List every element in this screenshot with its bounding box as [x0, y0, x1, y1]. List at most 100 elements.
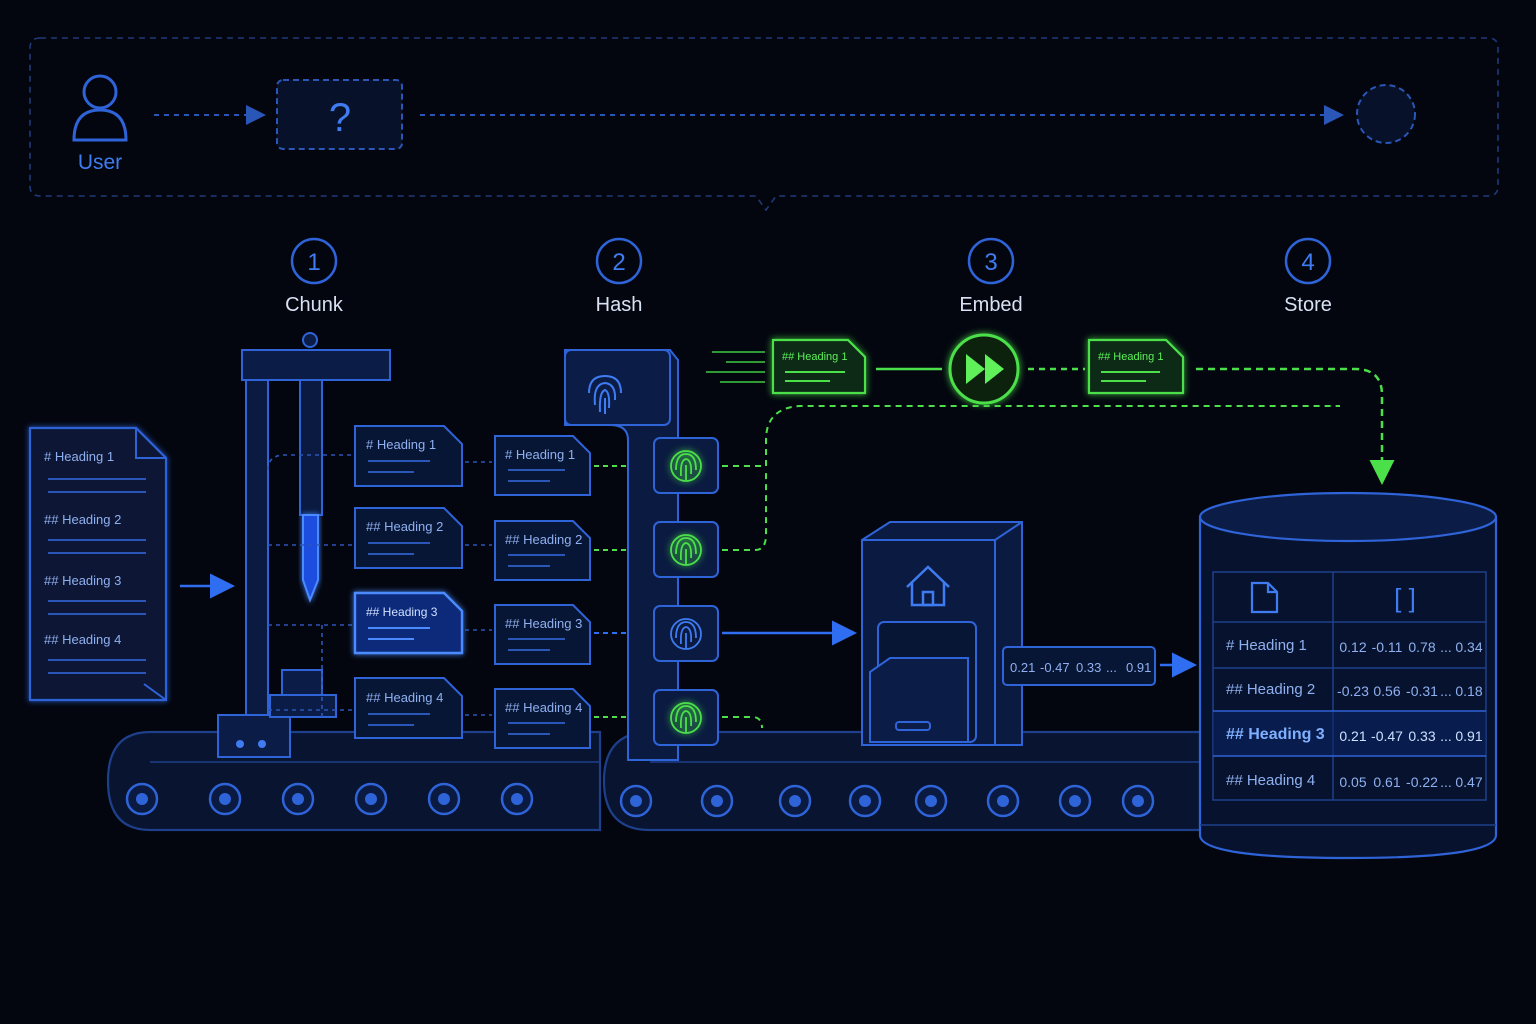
- chunker-guide-lines: [267, 454, 352, 720]
- store-row-value: 0.33: [1408, 728, 1435, 744]
- unknown-step-box: [276, 79, 403, 150]
- hash-input-label: # Heading 1: [505, 447, 575, 462]
- fingerprint-square-blue: [653, 605, 719, 662]
- fingerprint-square-green: [653, 437, 719, 494]
- hash-input-card: ## Heading 3: [494, 604, 591, 665]
- fingerprint-icon: [588, 374, 622, 414]
- fingerprint-icon: [670, 534, 702, 566]
- roller-icon: [281, 782, 315, 816]
- vector-value: ...: [1106, 660, 1117, 675]
- blade-icon: [302, 514, 319, 603]
- step-4-label: Store: [1284, 294, 1332, 316]
- store-row-heading: ## Heading 3: [1226, 726, 1325, 743]
- store-row-value: 0.18: [1455, 683, 1482, 699]
- roller-icon: [208, 782, 242, 816]
- chunk-card-label: # Heading 1: [366, 437, 436, 452]
- conveyor-belt-right: [602, 730, 1202, 832]
- store-row-value: 0.91: [1455, 728, 1482, 744]
- fingerprint-square-green: [653, 689, 719, 746]
- chunk-card: # Heading 1: [354, 425, 463, 487]
- step-1-number: 1: [307, 249, 320, 276]
- brackets-icon: [ ]: [1394, 583, 1416, 613]
- store-row-value: ...: [1440, 728, 1452, 744]
- hash-input-card: # Heading 1: [494, 435, 591, 496]
- fingerprint-square-green: [653, 521, 719, 578]
- fingerprint-icon: [670, 450, 702, 482]
- step-1-label: Chunk: [285, 294, 344, 316]
- store-row-heading: ## Heading 4: [1226, 772, 1315, 789]
- hash-input-card: ## Heading 4: [494, 688, 591, 749]
- store-row-value: ...: [1440, 683, 1452, 699]
- hash-input-label: ## Heading 2: [505, 532, 582, 547]
- roller-icon: [500, 782, 534, 816]
- roller-icon: [914, 784, 948, 818]
- embed-output-label: ## Heading 1: [1098, 351, 1163, 363]
- source-heading-4: ## Heading 4: [44, 632, 121, 647]
- store-row-value: 0.56: [1373, 683, 1400, 699]
- roller-icon: [125, 782, 159, 816]
- step-2-label: Hash: [596, 294, 643, 316]
- store-row-value: 0.12: [1339, 639, 1366, 655]
- house-icon: [906, 565, 950, 607]
- vector-value: 0.91: [1126, 660, 1151, 675]
- store-row-value: 0.05: [1339, 774, 1366, 790]
- roller-icon: [619, 784, 653, 818]
- conveyor-rollers-left: [125, 782, 534, 816]
- vector-value: 0.33: [1076, 660, 1101, 675]
- roller-icon: [1058, 784, 1092, 818]
- store-row-value: -0.11: [1372, 639, 1403, 655]
- green-route-line: [722, 716, 763, 729]
- hash-input-label: ## Heading 3: [505, 616, 582, 631]
- store-row-value: 0.34: [1455, 639, 1482, 655]
- green-route-line: [722, 405, 1340, 467]
- store-row-value: -0.22: [1406, 774, 1438, 790]
- step-3-number: 3: [984, 249, 997, 276]
- roller-icon: [700, 784, 734, 818]
- hash-input-label: ## Heading 4: [505, 700, 582, 715]
- fingerprint-icon: [670, 618, 702, 650]
- hash-machine: [564, 349, 679, 761]
- step-2-number: 2: [612, 249, 625, 276]
- chunk-card: ## Heading 4: [354, 677, 463, 739]
- embedder-machine: [861, 521, 1023, 746]
- result-placeholder-circle: [1356, 84, 1416, 144]
- store-row-value: ...: [1440, 639, 1452, 655]
- embed-output-card: ## Heading 1: [1087, 338, 1185, 395]
- source-heading-2: ## Heading 2: [44, 512, 121, 527]
- conveyor-rollers-right: [619, 784, 1155, 818]
- step-2-badge: 2 Hash: [596, 237, 643, 316]
- chunk-card-label: ## Heading 3: [366, 605, 438, 619]
- store-row-value: -0.23: [1337, 683, 1369, 699]
- chunk-connectors: [465, 461, 492, 716]
- roller-icon: [427, 782, 461, 816]
- store-row-value: 0.61: [1373, 774, 1400, 790]
- roller-icon: [848, 784, 882, 818]
- vector-value: 0.21: [1010, 660, 1035, 675]
- embedding-vector-box: 0.21 -0.47 0.33 ... 0.91: [1002, 646, 1156, 686]
- chunk-card: ## Heading 2: [354, 507, 463, 569]
- vector-store-cylinder: [1198, 491, 1498, 860]
- step-4-badge: 4 Store: [1284, 237, 1332, 316]
- top-flow-panel: User ?: [29, 37, 1499, 212]
- user-icon: [72, 74, 128, 142]
- green-route-line: [722, 470, 767, 551]
- store-row-value: 0.21: [1339, 728, 1366, 744]
- embed-to-store-arrow: [1196, 367, 1395, 485]
- roller-icon: [1121, 784, 1155, 818]
- store-row-value: 0.78: [1408, 639, 1435, 655]
- store-row-heading: ## Heading 2: [1226, 681, 1315, 698]
- store-table: [1212, 571, 1487, 801]
- unknown-symbol: ?: [329, 96, 351, 140]
- store-row-heading: # Heading 1: [1226, 637, 1307, 654]
- vector-value: -0.47: [1040, 660, 1070, 675]
- chunker-machine: [217, 332, 391, 758]
- fingerprint-icon: [670, 702, 702, 734]
- step-3-label: Embed: [959, 294, 1022, 316]
- document-icon: [1250, 581, 1279, 614]
- embed-input-card: ## Heading 1: [771, 338, 867, 395]
- chunk-card-label: ## Heading 2: [366, 519, 443, 534]
- motion-lines: [706, 351, 765, 383]
- hash-input-card: ## Heading 2: [494, 520, 591, 581]
